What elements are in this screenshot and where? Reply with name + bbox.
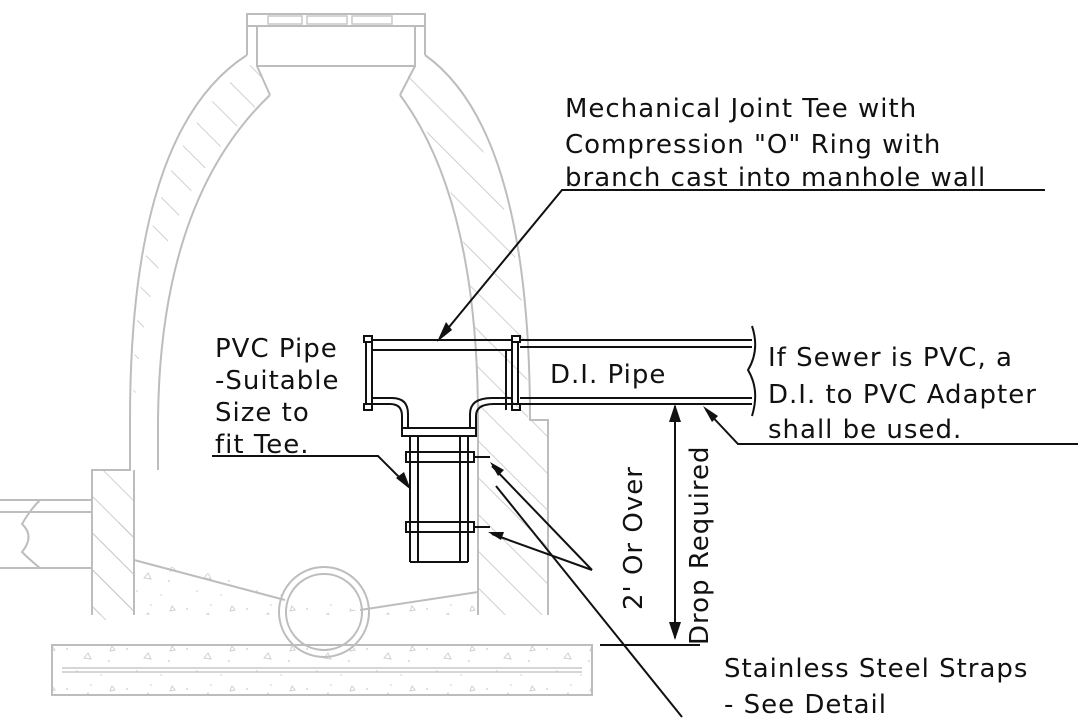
straps-callout: Stainless Steel Straps - See Detail [724,654,1028,719]
tee-callout: Mechanical Joint Tee with Compression "O… [565,94,986,193]
tee-label-line1: Mechanical Joint Tee with [565,94,917,124]
pvc-label-line4: fit Tee. [215,430,310,460]
strap-lower [405,521,475,533]
adapter-label-line2: D.I. to PVC Adapter [768,380,1037,410]
strap-upper [405,451,475,463]
drop-label-line1: 2' Or Over [619,466,649,610]
base-slab [52,645,592,695]
leaders [212,189,1078,718]
tee-label-line3: branch cast into manhole wall [565,163,986,193]
tee-right-flange-bottom [511,403,521,411]
outlet-pipe [278,566,370,658]
manhole-structure [0,13,593,696]
adapter-callout: If Sewer is PVC, a D.I. to PVC Adapter s… [768,343,1037,445]
tee-left-flange-bottom [363,403,373,411]
drop-label-line2: Drop Required [685,445,715,645]
tee-left-flange-top [363,335,373,343]
manhole-bench [134,560,478,615]
pvc-label-line3: Size to [215,398,310,428]
straps-label-line2: - See Detail [724,690,887,719]
drop-assembly [363,325,757,563]
manhole-left-wall-solid [92,470,134,615]
di-pipe-label: D.I. Pipe [550,360,666,390]
manhole-right-wall [402,60,548,615]
pvc-label-line1: PVC Pipe [215,334,338,364]
straps-label-line1: Stainless Steel Straps [724,654,1028,684]
adapter-label-line3: shall be used. [768,415,962,445]
pvc-callout: PVC Pipe -Suitable Size to fit Tee. [215,334,339,460]
tee-label-line2: Compression "O" Ring with [565,130,941,160]
pvc-label-line2: -Suitable [215,366,339,396]
drop-dimension-label: 2' Or Over Drop Required [619,445,715,645]
adapter-label-line1: If Sewer is PVC, a [768,343,1013,373]
